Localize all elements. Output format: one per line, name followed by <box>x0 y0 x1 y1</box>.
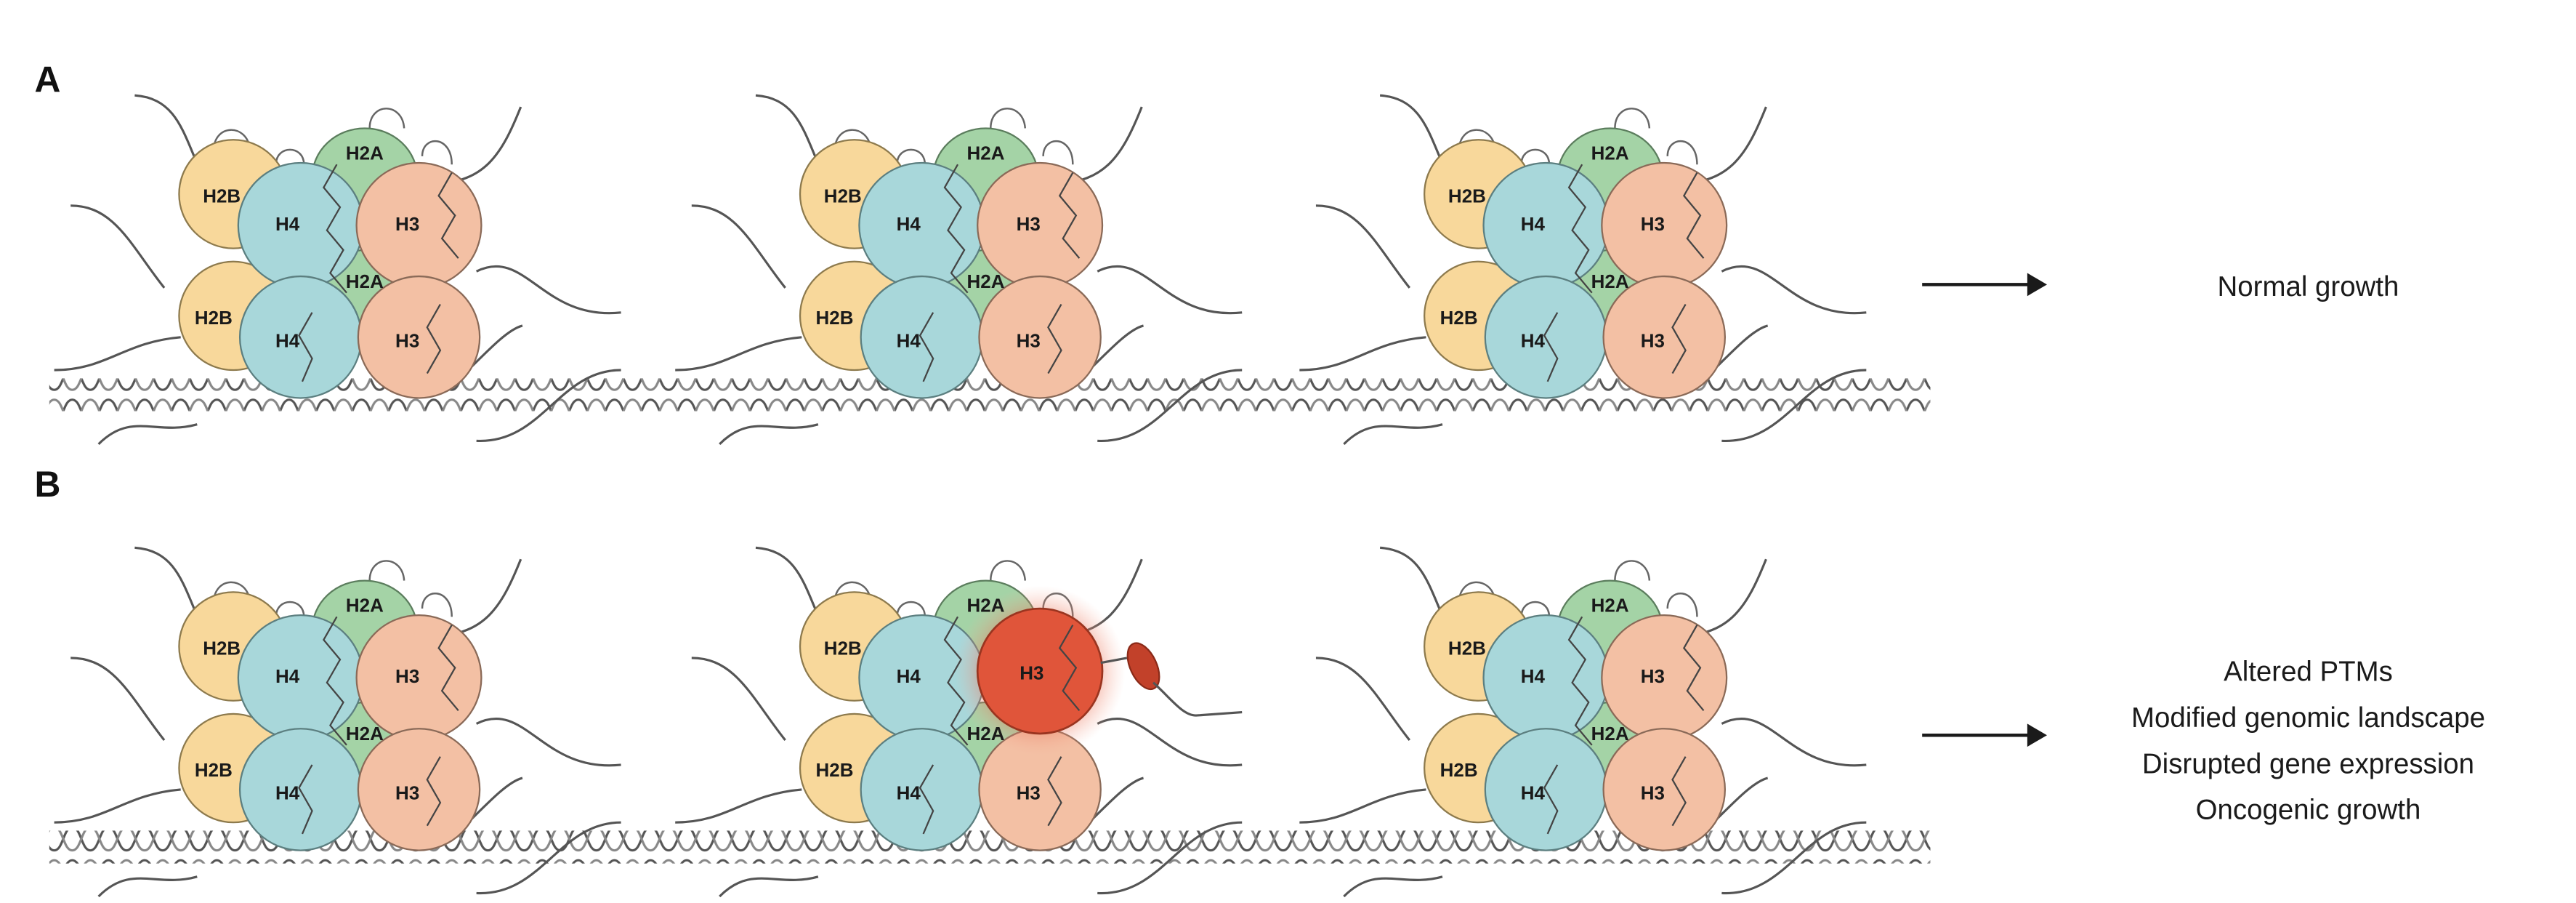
label-h2a: H2A <box>967 143 1005 164</box>
label-h4: H4 <box>1521 213 1546 235</box>
nucleosome-b3: H2B H2B H2A H2A H4 H4 H3 H3 <box>1298 546 1868 898</box>
label-h2a: H2A <box>967 723 1005 745</box>
mutant-tail <box>1100 657 1128 665</box>
label-h3: H3 <box>1641 782 1665 804</box>
label-h4: H4 <box>1521 329 1546 351</box>
label-h2b: H2B <box>203 637 241 659</box>
nucleosome-b2-mutant: H2B H2B H2A H2A H4 H4 H3 H3 <box>674 546 1243 898</box>
outcome-disrupted-gene-expression: Disrupted gene expression <box>2142 748 2474 779</box>
label-h2a: H2A <box>346 723 384 745</box>
label-h2b: H2B <box>203 185 241 206</box>
arrow-right-icon <box>1922 273 2048 297</box>
label-h2b: H2B <box>824 637 862 659</box>
label-h2b: H2B <box>195 307 233 329</box>
label-h3-mutant: H3 <box>1020 662 1043 683</box>
outcome-oncogenic-growth: Oncogenic growth <box>2196 795 2421 826</box>
label-h3: H3 <box>1017 782 1041 804</box>
histone-h3-mutant <box>976 607 1104 735</box>
nucleosome-a2: H2B H2B H2A H2A H4 H4 H3 H3 <box>674 94 1243 446</box>
histone-h3-bottom <box>1602 728 1727 851</box>
histone-h4-top <box>858 161 985 289</box>
histone-h4-top <box>1482 614 1610 742</box>
label-h2b: H2B <box>195 759 233 781</box>
label-h4: H4 <box>275 213 300 235</box>
dna-strand-b <box>49 830 1931 864</box>
histone-h3-bottom <box>357 728 481 851</box>
label-h2a: H2A <box>967 270 1005 292</box>
label-h4: H4 <box>897 665 921 687</box>
label-h4: H4 <box>1521 782 1546 804</box>
arrow-right-icon <box>1922 723 2048 747</box>
histone-h4-top <box>237 161 364 289</box>
label-h2b: H2B <box>1448 185 1486 206</box>
label-h3: H3 <box>1641 665 1665 687</box>
label-h2b: H2B <box>1440 759 1478 781</box>
label-h2a: H2A <box>1591 143 1629 164</box>
label-h3: H3 <box>395 665 419 687</box>
outcome-altered-ptms: Altered PTMs <box>2224 657 2393 688</box>
label-h3: H3 <box>1017 213 1041 235</box>
label-h3: H3 <box>395 329 419 351</box>
panel-label-b: B <box>34 464 60 505</box>
nucleosome-a1: H2B H2B H2A H2A H4 H4 H3 H3 <box>53 94 623 446</box>
label-h2b: H2B <box>1448 637 1486 659</box>
label-h2a: H2A <box>346 270 384 292</box>
label-h2a: H2A <box>346 595 384 617</box>
histone-h3-bottom <box>978 275 1102 399</box>
outcome-modified-genomic-landscape: Modified genomic landscape <box>2131 702 2485 734</box>
label-h3: H3 <box>1641 213 1665 235</box>
mutant-tail-end <box>1152 681 1243 717</box>
label-h4: H4 <box>275 782 300 804</box>
panel-label-a: A <box>34 60 60 100</box>
label-h2a: H2A <box>346 143 384 164</box>
label-h3: H3 <box>1017 329 1041 351</box>
label-h4: H4 <box>275 665 300 687</box>
dna-strand-a <box>49 378 1931 412</box>
outcome-normal-growth: Normal growth <box>2218 271 2399 302</box>
label-h2b: H2B <box>816 307 854 329</box>
histone-h4-top <box>237 614 364 742</box>
panel-a: A H2B H2B H2A H2A H4 H4 H3 H3 <box>34 60 2399 446</box>
label-h4: H4 <box>897 329 921 351</box>
label-h4: H4 <box>897 782 921 804</box>
label-h2b: H2B <box>824 185 862 206</box>
label-h4: H4 <box>1521 665 1546 687</box>
label-h2b: H2B <box>816 759 854 781</box>
label-h4: H4 <box>897 213 921 235</box>
histone-h3-bottom <box>1602 275 1727 399</box>
label-h2a: H2A <box>1591 723 1629 745</box>
label-h2b: H2B <box>1440 307 1478 329</box>
label-h2a: H2A <box>1591 595 1629 617</box>
ptm-mark-icon <box>1126 642 1160 691</box>
nucleosome-a3: H2B H2B H2A H2A H4 H4 H3 H3 <box>1298 94 1868 446</box>
panel-b: B H2B H2B H2A H2A H4 H4 H3 H3 <box>34 464 2485 898</box>
label-h3: H3 <box>395 213 419 235</box>
label-h4: H4 <box>275 329 300 351</box>
histone-h3-bottom <box>357 275 481 399</box>
histone-h4-top <box>1482 161 1610 289</box>
label-h3: H3 <box>1641 329 1665 351</box>
label-h3: H3 <box>395 782 419 804</box>
nucleosome-b1: H2B H2B H2A H2A H4 H4 H3 H3 <box>53 546 623 898</box>
label-h2a: H2A <box>967 595 1005 617</box>
label-h2a: H2A <box>1591 270 1629 292</box>
